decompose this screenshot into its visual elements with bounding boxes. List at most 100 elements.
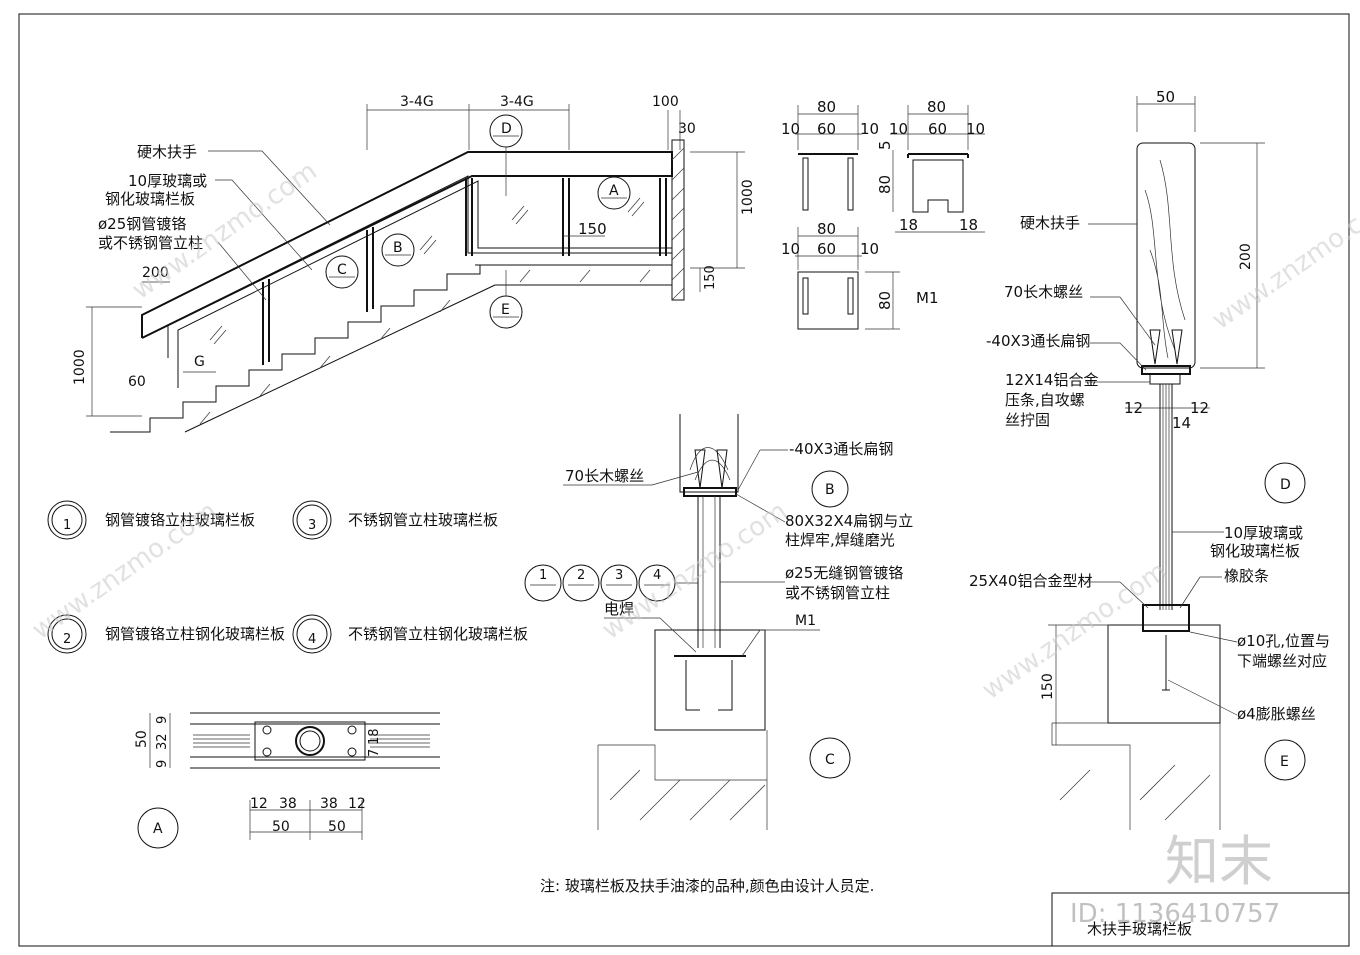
svg-text:钢化玻璃栏板: 钢化玻璃栏板: [1210, 542, 1300, 560]
legend-item-1: 1 钢管镀铬立柱玻璃栏板: [47, 500, 255, 540]
svg-text:7: 7: [367, 749, 382, 757]
svg-text:D: D: [1280, 477, 1291, 493]
svg-text:www.znzmo.com: www.znzmo.com: [1207, 186, 1360, 336]
dim-3-4g-left: 3-4G: [400, 94, 434, 110]
svg-text:10: 10: [781, 120, 800, 138]
svg-text:10: 10: [860, 240, 879, 258]
dim-60: 60: [128, 374, 146, 390]
svg-text:C: C: [337, 262, 347, 278]
label-glass-1: 10厚玻璃或: [128, 172, 207, 190]
label-glass-2: 钢化玻璃栏板: [105, 190, 195, 208]
dim-3-4g-right: 3-4G: [500, 94, 534, 110]
svg-text:ø25无缝钢管镀铬: ø25无缝钢管镀铬: [785, 564, 903, 582]
dim-100: 100: [652, 94, 679, 110]
dim-1000-right: 1000: [740, 179, 756, 215]
glass-outline: [167, 175, 672, 358]
svg-text:80: 80: [876, 175, 894, 194]
legend-item-3: 3 不锈钢管立柱玻璃栏板: [292, 500, 498, 540]
detail-c-legend-nums: 1 2 3 4: [524, 564, 698, 602]
svg-text:2: 2: [577, 568, 585, 583]
svg-text:1: 1: [63, 518, 71, 533]
svg-text:12: 12: [1124, 399, 1143, 417]
svg-text:橡胶条: 橡胶条: [1224, 567, 1269, 585]
svg-text:50: 50: [328, 819, 346, 835]
svg-text:18: 18: [959, 216, 978, 234]
svg-text:下端螺丝对应: 下端螺丝对应: [1237, 652, 1327, 670]
svg-text:50: 50: [272, 819, 290, 835]
plate-details: 80 10 60 10 80 10 60 10 80 M1 80 10 60 1…: [781, 98, 985, 330]
svg-text:10: 10: [860, 120, 879, 138]
svg-text:M1: M1: [795, 613, 816, 629]
svg-text:200: 200: [1238, 243, 1254, 270]
general-note: 注: 玻璃栏板及扶手油漆的品种,颜色由设计人员定.: [540, 877, 874, 895]
svg-text:钢管镀铬立柱钢化玻璃栏板: 钢管镀铬立柱钢化玻璃栏板: [105, 625, 285, 643]
svg-text:9: 9: [155, 760, 170, 768]
svg-text:38: 38: [279, 796, 297, 812]
label-handrail: 硬木扶手: [137, 143, 197, 161]
svg-text:32: 32: [155, 733, 170, 750]
svg-text:10: 10: [781, 240, 800, 258]
svg-text:硬木扶手: 硬木扶手: [1020, 214, 1080, 232]
dim-30: 30: [678, 121, 696, 137]
svg-text:150: 150: [1040, 673, 1056, 700]
tag-c-circle: C: [325, 255, 359, 289]
svg-text:ø10孔,位置与: ø10孔,位置与: [1237, 632, 1330, 650]
dim-1000-left: 1000: [72, 349, 88, 385]
svg-text:60: 60: [817, 120, 836, 138]
svg-text:4: 4: [308, 632, 316, 647]
detail-a: 50 9 32 9 18 7 12 38 38 12 50 50 A: [134, 712, 440, 849]
watermark-logo: 知末: [1165, 830, 1273, 893]
detail-d-e: 50 200 150 硬木扶手 70长木螺丝: [969, 88, 1330, 830]
label-post-2: 或不锈钢管立柱: [98, 234, 203, 252]
svg-text:60: 60: [928, 120, 947, 138]
tag-d-circle: D: [489, 114, 523, 196]
svg-text:电焊: 电焊: [604, 600, 634, 618]
detail-c: -40X3通长扁钢 70长木螺丝 B 80X32X4扁钢与立 柱焊牢,焊缝磨光 …: [524, 414, 913, 830]
svg-text:50: 50: [1156, 88, 1175, 106]
svg-text:M1: M1: [916, 289, 939, 307]
svg-text:10厚玻璃或: 10厚玻璃或: [1224, 524, 1303, 542]
svg-text:1: 1: [539, 568, 547, 583]
tag-b-circle: B: [381, 233, 415, 267]
drawing-title: 木扶手玻璃栏板: [1087, 920, 1192, 938]
svg-text:80: 80: [817, 98, 836, 116]
svg-text:或不锈钢管立柱: 或不锈钢管立柱: [785, 584, 890, 602]
svg-text:不锈钢管立柱钢化玻璃栏板: 不锈钢管立柱钢化玻璃栏板: [348, 625, 528, 643]
legend-item-4: 4 不锈钢管立柱钢化玻璃栏板: [292, 614, 528, 654]
tag-a-circle: A: [597, 176, 631, 210]
svg-text:B: B: [393, 240, 403, 256]
svg-text:12: 12: [1190, 399, 1209, 417]
svg-text:2: 2: [63, 632, 71, 647]
legend: 1 钢管镀铬立柱玻璃栏板 2 钢管镀铬立柱钢化玻璃栏板 3 不锈钢管立柱玻璃栏板…: [47, 500, 528, 654]
svg-text:压条,自攻螺: 压条,自攻螺: [1005, 391, 1085, 409]
svg-text:A: A: [153, 821, 163, 837]
svg-text:38: 38: [320, 796, 338, 812]
svg-text:80: 80: [817, 220, 836, 238]
svg-text:12X14铝合金: 12X14铝合金: [1005, 371, 1098, 389]
svg-text:柱焊牢,焊缝磨光: 柱焊牢,焊缝磨光: [785, 531, 895, 549]
svg-text:C: C: [825, 752, 835, 768]
dim-g: G: [194, 354, 205, 370]
svg-text:12: 12: [348, 796, 366, 812]
svg-text:E: E: [501, 302, 510, 318]
svg-text:ø4膨胀螺丝: ø4膨胀螺丝: [1237, 705, 1316, 723]
dim-150-mid: 150: [578, 220, 607, 238]
svg-text:10: 10: [889, 120, 908, 138]
svg-text:不锈钢管立柱玻璃栏板: 不锈钢管立柱玻璃栏板: [348, 511, 498, 529]
svg-text:70长木螺丝: 70长木螺丝: [565, 467, 644, 485]
title-block-box: [1051, 892, 1350, 947]
svg-text:9: 9: [155, 716, 170, 724]
svg-text:钢管镀铬立柱玻璃栏板: 钢管镀铬立柱玻璃栏板: [105, 511, 255, 529]
plate-m1: [797, 271, 859, 330]
svg-text:18: 18: [367, 728, 382, 745]
svg-text:70长木螺丝: 70长木螺丝: [1004, 283, 1083, 301]
dim-150-right: 150: [703, 265, 718, 290]
svg-text:80: 80: [876, 291, 894, 310]
posts: [262, 178, 667, 365]
tag-e-circle: E: [489, 270, 523, 329]
svg-text:D: D: [501, 121, 512, 137]
svg-text:14: 14: [1172, 414, 1191, 432]
svg-text:12: 12: [250, 796, 268, 812]
svg-text:3: 3: [308, 518, 316, 533]
